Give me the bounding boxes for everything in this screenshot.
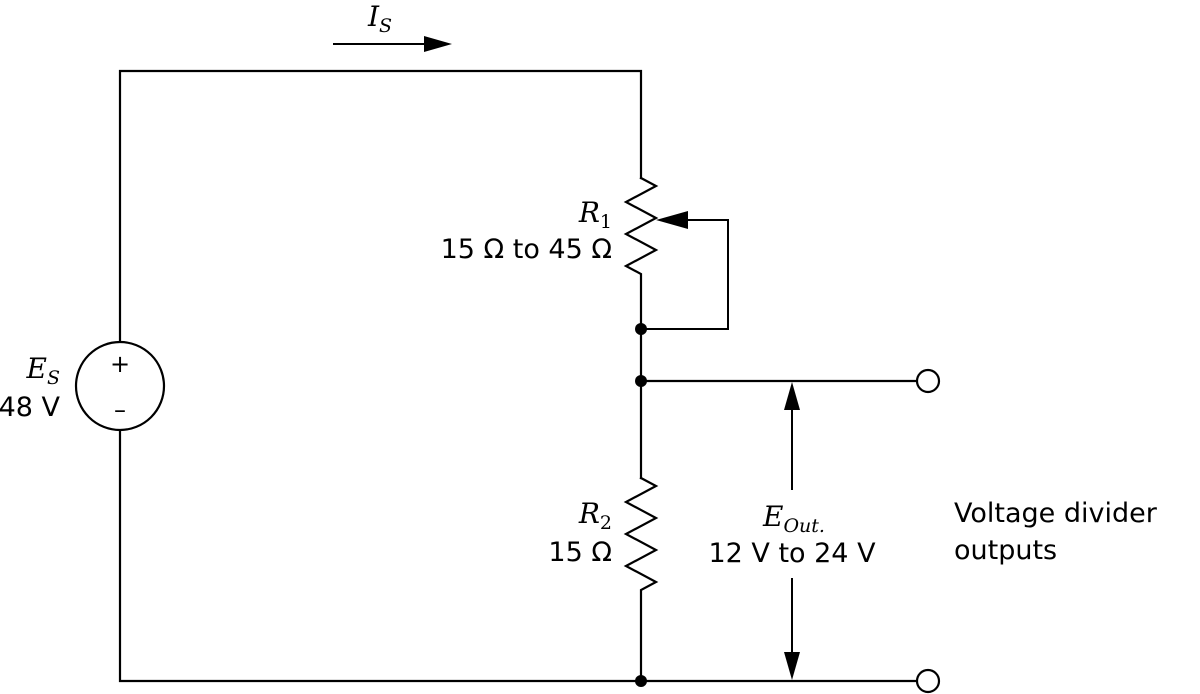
output-voltage-arrow-up: [784, 382, 800, 490]
output-value: 12 V to 24 V: [708, 538, 876, 569]
voltage-source: + –: [74, 340, 166, 432]
wire-left-bottom: [118, 428, 643, 683]
r2-resistor: [623, 476, 659, 683]
outputs-label-line1: Voltage divider: [954, 498, 1158, 529]
wire-left-top: [118, 69, 643, 345]
r2-symbol: R2: [578, 497, 612, 534]
r1-wiper-arrow: [641, 211, 729, 330]
source-plus-sign: +: [110, 350, 130, 378]
r2-value: 15 Ω: [548, 537, 612, 568]
bottom-junction: [635, 675, 647, 687]
r1-resistor: [623, 176, 659, 331]
current-label: IS: [367, 0, 392, 37]
output-voltage-arrow-down: [784, 578, 800, 680]
output-terminal-top: [915, 368, 941, 394]
output-terminal-bottom: [915, 668, 941, 694]
source-minus-sign: –: [114, 396, 126, 424]
r1-symbol: R1: [578, 196, 612, 233]
source-value: 48 V: [0, 392, 61, 423]
source-symbol: ES: [26, 352, 60, 389]
r1-value: 15 Ω to 45 Ω: [441, 234, 612, 265]
output-symbol: EOut.: [762, 500, 825, 537]
current-arrow: [333, 36, 452, 52]
outputs-label-line2: outputs: [954, 535, 1057, 566]
